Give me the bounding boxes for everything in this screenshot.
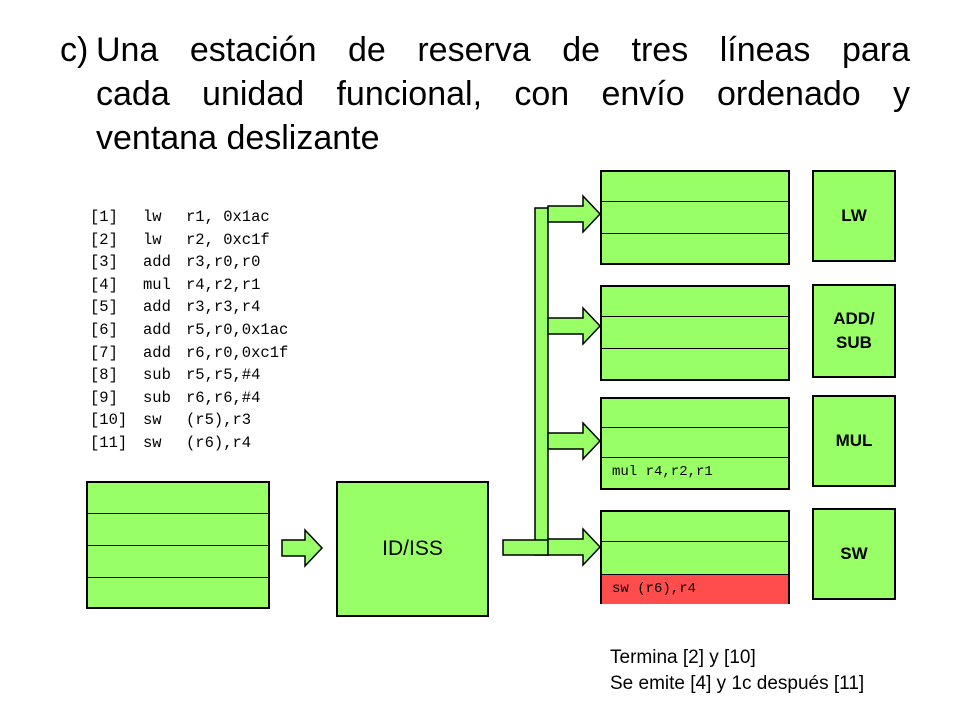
instruction-opcode: sub <box>143 388 171 407</box>
instruction-opcode: add <box>143 298 171 317</box>
dispatch-bus <box>534 207 549 556</box>
idiss-to-bus-arrow <box>502 539 549 556</box>
instruction-operands: r5,r0,0x1ac <box>186 320 289 339</box>
instruction-index: [10] <box>90 411 128 430</box>
reservation-station-addsub <box>600 285 790 381</box>
station-slot <box>602 541 788 542</box>
instruction-operands: r3,r0,r0 <box>186 253 261 272</box>
instruction-opcode: add <box>143 320 171 339</box>
instruction-opcode: sw <box>143 433 162 452</box>
station-slot <box>602 233 788 234</box>
instruction-index: [4] <box>90 275 118 294</box>
mul-station-entry: mul r4,r2,r1 <box>612 464 713 480</box>
queue-slot <box>88 577 268 578</box>
instruction-index: [6] <box>90 320 118 339</box>
title-line-1: Una estación de reserva de tres líneas p… <box>96 31 910 69</box>
bus-to-mul-arrow <box>547 421 602 461</box>
sw-station-entry: sw (r6),r4 <box>612 581 697 597</box>
station-slot <box>602 427 788 428</box>
instruction-operands: r6,r0,0xc1f <box>186 343 289 362</box>
instruction-opcode: add <box>143 343 171 362</box>
functional-unit-addsub-label: ADD/ SUB <box>833 309 875 352</box>
instruction-operands: r4,r2,r1 <box>186 275 261 294</box>
instruction-operands: (r5),r3 <box>186 411 252 430</box>
instruction-operands: r5,r5,#4 <box>186 366 261 385</box>
instruction-index: [7] <box>90 343 118 362</box>
station-slot <box>602 457 788 458</box>
queue-slot <box>88 545 268 546</box>
instruction-opcode: sw <box>143 411 162 430</box>
note-line-1: Termina [2] y [10] <box>610 647 756 668</box>
instruction-index: [3] <box>90 253 118 272</box>
id-iss-stage: ID/ISS <box>336 481 489 617</box>
instruction-operands: r2, 0xc1f <box>186 230 270 249</box>
instruction-index: [5] <box>90 298 118 317</box>
instruction-operands: r6,r6,#4 <box>186 388 261 407</box>
instruction-operands: (r6),r4 <box>186 433 252 452</box>
functional-unit-mul: MUL <box>812 395 896 487</box>
instruction-opcode: mul <box>143 275 171 294</box>
instruction-index: [9] <box>90 388 118 407</box>
instruction-opcode: lw <box>143 230 162 249</box>
instruction-index: [1] <box>90 208 118 226</box>
reservation-station-sw: sw (r6),r4 <box>600 510 790 604</box>
queue-slot <box>88 513 268 514</box>
title-line-3: ventana deslizante <box>96 119 380 157</box>
instruction-operands: r1, 0x1ac <box>186 208 270 226</box>
station-slot <box>602 348 788 349</box>
bus-to-addsub-arrow <box>547 306 602 346</box>
instruction-opcode: sub <box>143 366 171 385</box>
station-slot <box>602 201 788 202</box>
reservation-station-lw <box>600 170 790 265</box>
sw-station-highlight-slot <box>602 574 788 604</box>
title-item-label: c) <box>60 31 89 69</box>
station-slot <box>602 316 788 317</box>
title-text: Una estación de reserva de tres líneas p… <box>96 28 910 160</box>
reservation-station-mul: mul r4,r2,r1 <box>600 397 790 490</box>
instruction-operands: r3,r3,r4 <box>186 298 261 317</box>
instruction-queue <box>86 481 270 609</box>
instruction-index: [11] <box>90 433 128 452</box>
functional-unit-addsub: ADD/ SUB <box>812 284 896 378</box>
instruction-opcode: lw <box>143 208 162 226</box>
note-line-2: Se emite [4] y 1c después [11] <box>610 673 865 694</box>
functional-unit-lw: LW <box>812 170 896 262</box>
bus-to-sw-arrow <box>547 527 602 567</box>
instruction-opcode: add <box>143 253 171 272</box>
functional-unit-sw: SW <box>812 508 896 600</box>
bus-to-lw-arrow <box>547 194 602 234</box>
instruction-index: [2] <box>90 230 118 249</box>
instruction-index: [8] <box>90 366 118 385</box>
title-line-2: cada unidad funcional, con envío ordenad… <box>96 75 910 113</box>
queue-to-idiss-arrow <box>281 528 324 568</box>
